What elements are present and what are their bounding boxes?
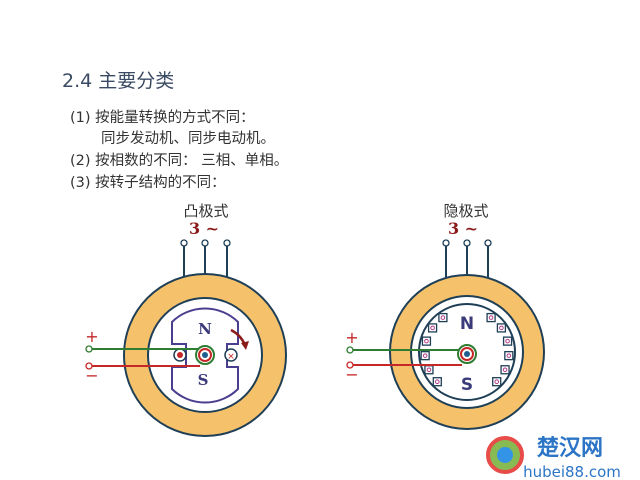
conductor bbox=[499, 325, 504, 331]
plus-label: + bbox=[345, 328, 358, 347]
conductor bbox=[430, 325, 435, 331]
item-number: (1) bbox=[70, 110, 91, 126]
item-text: 按转子结构的不同： bbox=[95, 175, 226, 191]
section-title: 2.4 主要分类 bbox=[62, 70, 175, 92]
item-number: (3) bbox=[70, 175, 91, 191]
south-pole-label: S bbox=[198, 371, 209, 389]
winding-slot bbox=[496, 323, 507, 333]
north-pole-label: N bbox=[460, 314, 474, 334]
conductor bbox=[426, 367, 432, 373]
list-item-1-sub: 同步发动机、同步电动机。 bbox=[101, 131, 275, 147]
item-text: 按能量转换的方式不同： bbox=[95, 110, 255, 126]
conductor bbox=[494, 379, 499, 384]
winding-slot bbox=[420, 351, 430, 361]
non-salient-pole-motor: 隐极式 3 ~ N S + − bbox=[345, 202, 545, 430]
rotor-windings bbox=[420, 312, 514, 387]
winding-slot bbox=[504, 351, 514, 361]
winding-slot bbox=[421, 336, 432, 346]
three-phase-terminals bbox=[442, 239, 492, 280]
supply-label: 3 ~ bbox=[448, 219, 478, 238]
conductor bbox=[422, 353, 428, 358]
winding-slot bbox=[424, 365, 434, 375]
salient-pole-motor: 凸极式 3 ~ N S × + − bbox=[85, 202, 287, 437]
list-item-2: (2) 按相数的不同： 三相、单相。 bbox=[70, 149, 288, 170]
winding-slot bbox=[486, 312, 496, 323]
conductor bbox=[424, 338, 429, 344]
north-pole-label: N bbox=[198, 320, 212, 338]
list-item-3: (3) 按转子结构的不同： bbox=[70, 171, 226, 192]
current-in-icon bbox=[224, 348, 238, 362]
watermark-brand: 楚汉网 bbox=[537, 436, 603, 461]
slip-rings bbox=[202, 352, 208, 358]
watermark-url: hubei88.com bbox=[523, 463, 621, 480]
watermark-logo: 楚汉网 hubei88.com bbox=[486, 436, 621, 480]
conductor bbox=[505, 338, 510, 344]
south-pole-label: S bbox=[461, 375, 473, 395]
conductor bbox=[502, 367, 508, 373]
winding-slot bbox=[492, 377, 502, 387]
conductor bbox=[506, 353, 512, 358]
slip-rings bbox=[464, 351, 470, 357]
three-phase-terminals bbox=[180, 239, 231, 280]
winding-slot bbox=[502, 336, 513, 346]
minus-label: − bbox=[85, 366, 98, 385]
plus-label: + bbox=[85, 327, 98, 346]
list-item-1: (1) 按能量转换的方式不同： bbox=[70, 106, 255, 127]
conductor bbox=[440, 315, 446, 320]
supply-label: 3 ~ bbox=[189, 219, 219, 238]
item-text: 按相数的不同： 三相、单相。 bbox=[95, 153, 289, 169]
minus-label: − bbox=[345, 365, 358, 384]
conductor bbox=[435, 379, 440, 384]
winding-slot bbox=[427, 323, 438, 333]
winding-slot bbox=[438, 312, 448, 323]
winding-slot bbox=[500, 365, 510, 375]
conductor bbox=[488, 315, 494, 320]
svg-text:×: × bbox=[227, 352, 235, 362]
winding-slot bbox=[432, 377, 442, 387]
item-number: (2) bbox=[70, 153, 91, 169]
diagram-label: 凸极式 bbox=[183, 202, 228, 220]
diagram-label: 隐极式 bbox=[443, 202, 488, 220]
